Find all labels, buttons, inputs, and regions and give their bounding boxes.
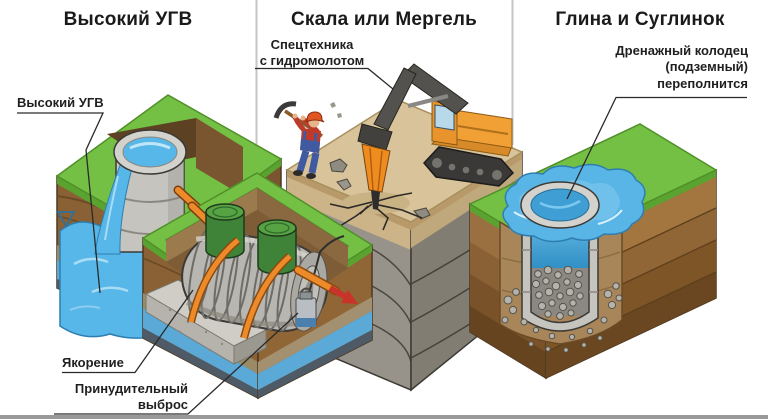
pointer-high-gwl	[17, 112, 105, 294]
label-forced-discharge: Принудительный выброс	[74, 381, 188, 413]
pointer-equipment	[255, 67, 394, 90]
hydraulic-hammer	[361, 143, 391, 193]
section-title-clay: Глина и Суглинок	[555, 9, 725, 30]
worker-figure	[273, 101, 342, 179]
discharge-pipe	[293, 265, 341, 296]
helmet	[305, 111, 325, 123]
discharge-arrow	[328, 285, 358, 304]
label-equipment: Спецтехника с гидромолотом	[259, 37, 365, 69]
label-anchoring: Якорение	[62, 355, 124, 370]
septic-scene	[141, 172, 374, 400]
pickaxe-head	[273, 101, 297, 119]
callout-pointers	[17, 67, 747, 415]
excavator-stick	[373, 67, 417, 131]
excavator-tracks	[422, 146, 515, 187]
pointer-drain-well	[566, 96, 747, 200]
label-high-gwl: Высокий УГВ	[17, 95, 104, 110]
rock-scene	[273, 63, 524, 392]
water-level-icon	[56, 211, 76, 229]
label-drain-well: Дренажный колодец (подземный) переполнит…	[615, 43, 748, 91]
gravel-bed	[501, 282, 623, 353]
clay-scene	[468, 123, 718, 380]
anchor-straps	[187, 236, 293, 340]
excavator-boom	[401, 63, 469, 115]
section-title-rock: Скала или Мергель	[290, 9, 478, 30]
section-title-high-gwl: Высокий УГВ	[63, 9, 193, 30]
excavator	[357, 63, 515, 210]
overflow-stream	[94, 159, 133, 255]
high-gwl-scene	[55, 94, 283, 339]
pointer-anchoring	[62, 289, 194, 374]
bottom-frame-bar	[0, 415, 768, 419]
pointer-discharge	[54, 312, 299, 415]
hammer-chisel	[371, 190, 380, 210]
drain-pump	[295, 235, 345, 327]
ground-cracks	[329, 192, 423, 231]
